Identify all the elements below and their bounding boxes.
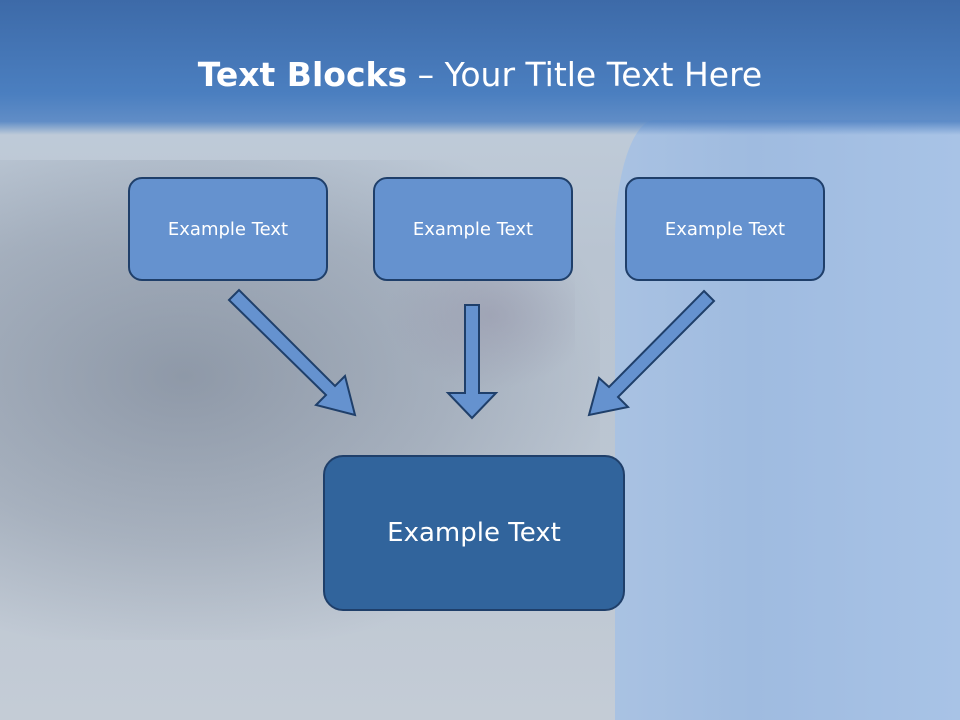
text-block-bottom-label: Example Text: [387, 518, 561, 548]
text-block-left-label: Example Text: [167, 218, 289, 240]
text-block-right[interactable]: Example Text: [625, 177, 825, 281]
arrow-center-down: [445, 304, 499, 420]
title-rest: Your Title Text Here: [444, 55, 763, 94]
title-dash: –: [407, 55, 445, 94]
title-bold-part: Text Blocks: [197, 55, 408, 94]
title-bar: [0, 0, 960, 135]
text-block-right-label: Example Text: [664, 218, 786, 240]
arrow-right-diagonal: [587, 289, 716, 417]
arrow-left-diagonal: [227, 288, 357, 417]
slide-title: Text Blocks – Your Title Text Here: [0, 55, 960, 95]
text-block-center[interactable]: Example Text: [373, 177, 573, 281]
text-block-bottom[interactable]: Example Text: [323, 455, 625, 611]
text-block-center-label: Example Text: [412, 218, 534, 240]
text-block-left[interactable]: Example Text: [128, 177, 328, 281]
